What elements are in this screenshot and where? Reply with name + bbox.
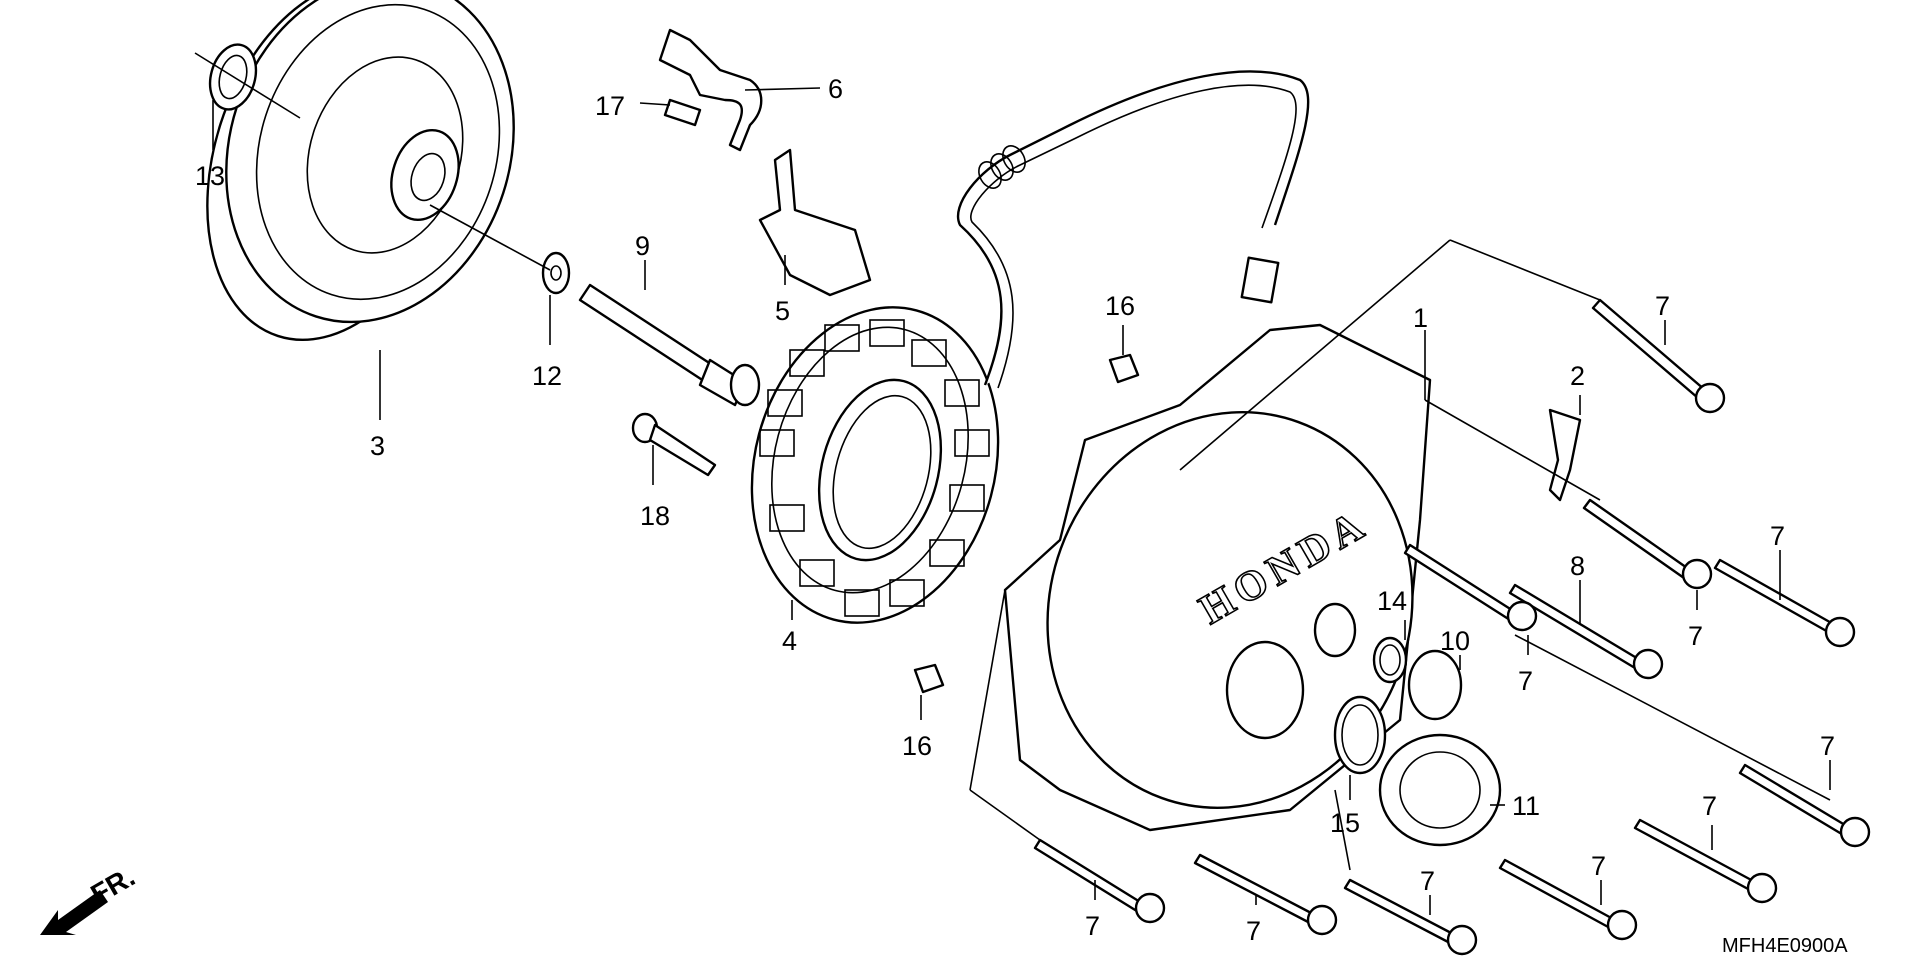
callout-18: 18 bbox=[640, 501, 670, 531]
callout-3: 3 bbox=[370, 431, 385, 461]
leader-lines bbox=[194, 52, 1831, 915]
callout-7a: 7 bbox=[1655, 291, 1670, 321]
callout-labels: 1 2 3 4 5 6 7 7 7 7 7 7 7 7 7 7 7 8 9 10… bbox=[195, 74, 1835, 946]
callout-1: 1 bbox=[1413, 303, 1428, 333]
callout-7i: 7 bbox=[1246, 916, 1261, 946]
cover-bolts bbox=[1033, 298, 1871, 956]
callout-9: 9 bbox=[635, 231, 650, 261]
dowel-pin-16a bbox=[1108, 353, 1140, 384]
callout-7h: 7 bbox=[1420, 866, 1435, 896]
bolt-part-17 bbox=[663, 98, 702, 127]
callout-7c: 7 bbox=[1688, 621, 1703, 651]
stator-part-4 bbox=[750, 306, 1000, 624]
callout-13: 13 bbox=[195, 161, 225, 191]
bracket-part-6 bbox=[658, 28, 763, 152]
callout-16a: 16 bbox=[1105, 291, 1135, 321]
callout-10: 10 bbox=[1440, 626, 1470, 656]
callout-7f: 7 bbox=[1702, 791, 1717, 821]
dowel-pin-16b bbox=[913, 663, 945, 694]
callout-16b: 16 bbox=[902, 731, 932, 761]
callout-7g: 7 bbox=[1591, 851, 1606, 881]
callout-12: 12 bbox=[532, 361, 562, 391]
callout-5: 5 bbox=[775, 296, 790, 326]
callout-7b: 7 bbox=[1770, 521, 1785, 551]
callout-6: 6 bbox=[828, 74, 843, 104]
callout-8: 8 bbox=[1570, 551, 1585, 581]
o-ring-part-15 bbox=[1333, 695, 1387, 775]
front-arrow-icon bbox=[40, 890, 108, 935]
flywheel-bolt-part-9 bbox=[578, 283, 761, 407]
callout-4: 4 bbox=[782, 626, 797, 656]
flywheel-part-3 bbox=[206, 0, 515, 342]
callout-15: 15 bbox=[1330, 808, 1360, 838]
clamp-part-2 bbox=[1548, 408, 1582, 502]
bolt-part-18 bbox=[631, 412, 717, 477]
callout-14: 14 bbox=[1377, 586, 1407, 616]
plug-part-10 bbox=[1407, 649, 1463, 721]
washer-part-12 bbox=[541, 251, 571, 295]
callout-17: 17 bbox=[595, 91, 625, 121]
crankcase-cover-part-1 bbox=[1003, 323, 1432, 832]
callout-11: 11 bbox=[1512, 791, 1540, 821]
diagram-code: MFH4E0900A bbox=[1722, 935, 1848, 957]
o-ring-part-14 bbox=[1372, 636, 1408, 684]
stator-wire-harness bbox=[957, 70, 1310, 389]
cap-part-11 bbox=[1378, 733, 1502, 847]
callout-7j: 7 bbox=[1085, 911, 1100, 941]
front-direction-indicator: FR. bbox=[40, 861, 140, 935]
callout-7e: 7 bbox=[1820, 731, 1835, 761]
callout-7d: 7 bbox=[1518, 666, 1533, 696]
callout-2: 2 bbox=[1570, 361, 1585, 391]
bracket-part-5 bbox=[758, 148, 872, 297]
